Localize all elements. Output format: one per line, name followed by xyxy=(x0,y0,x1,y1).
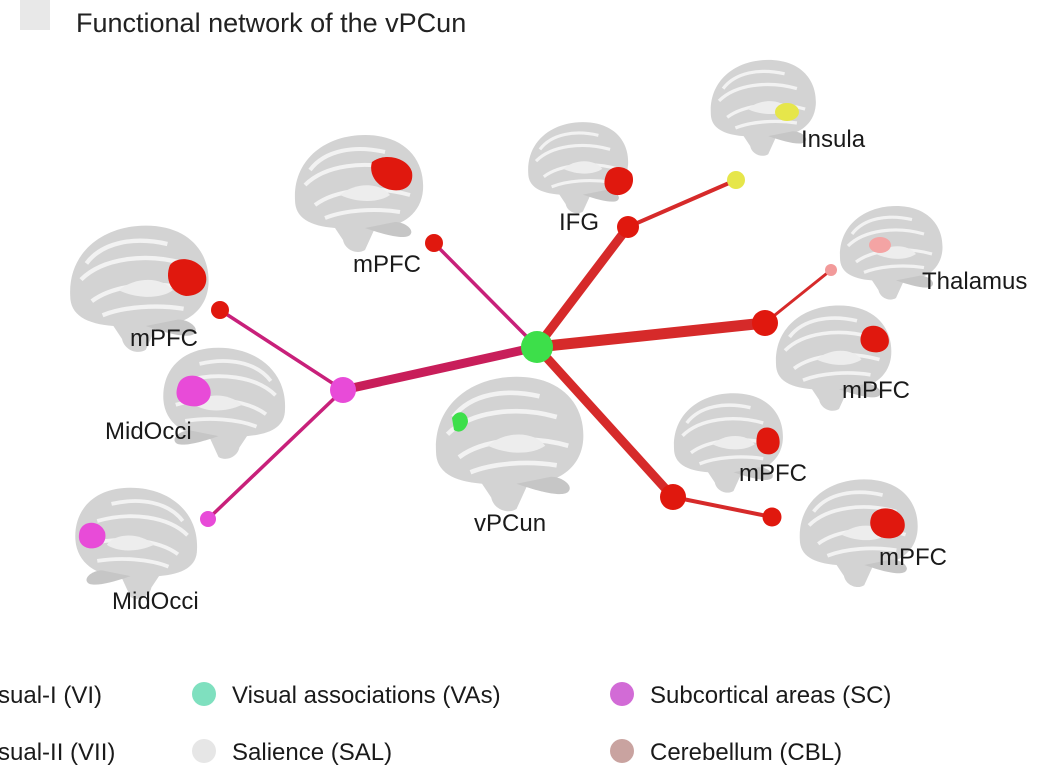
node-vpcun-hub xyxy=(521,331,553,363)
legend-label-cbl: Cerebellum (CBL) xyxy=(650,739,842,766)
node-midocci-lower xyxy=(200,511,216,527)
brain-mpfc-right-lower xyxy=(797,477,920,589)
edge-midocci-midocci xyxy=(206,388,345,521)
brain-thalamus xyxy=(838,204,945,302)
figure-title: Functional network of the vPCun xyxy=(76,8,467,38)
brain-mpfc-left xyxy=(70,226,208,352)
edge-hub-mpfc-right xyxy=(531,317,771,353)
legend: sual-I (VI) sual-II (VII) Visual associa… xyxy=(0,682,891,766)
label-mpfc-right-lower: mPFC xyxy=(879,544,947,571)
edge-ifg-insula xyxy=(626,178,738,229)
legend-label-sc: Subcortical areas (SC) xyxy=(650,682,891,709)
edge-midocci-mpfc-left xyxy=(218,308,345,392)
brain-midocci-lower xyxy=(73,485,199,601)
legend-swatch-cbl xyxy=(610,739,634,763)
brain-mpfc-right-upper xyxy=(774,303,894,413)
brain-insula xyxy=(709,58,818,158)
node-mpfc-lower-far xyxy=(762,507,782,527)
label-thalamus: Thalamus xyxy=(922,268,1027,295)
nodes xyxy=(200,171,837,527)
node-insula xyxy=(727,171,745,189)
legend-label-va: Visual associations (VAs) xyxy=(232,682,501,709)
legend-swatch-sal xyxy=(192,739,216,763)
brain-mpfc-top xyxy=(292,133,426,254)
node-mpfc-left xyxy=(211,301,229,319)
node-thalamus xyxy=(825,264,837,276)
label-mpfc-right-upper: mPFC xyxy=(842,377,910,404)
node-mpfc-lower xyxy=(660,484,686,510)
label-mpfc-right-mid: mPFC xyxy=(739,460,807,487)
label-mpfc-top: mPFC xyxy=(353,251,421,278)
corner-swatch xyxy=(20,0,50,30)
legend-swatch-sc xyxy=(610,682,634,706)
edge-hub-mpfc-lower xyxy=(532,342,678,502)
brain-ifg xyxy=(526,120,634,215)
edge-mpfc-lower-mpfc xyxy=(671,495,774,519)
brain-vpcun xyxy=(436,377,583,512)
legend-swatch-va xyxy=(192,682,216,706)
edge-hub-ifg xyxy=(532,222,633,352)
node-ifg xyxy=(617,216,639,238)
legend-label-sal: Salience (SAL) xyxy=(232,739,392,766)
legend-label-visual-i: sual-I (VI) xyxy=(0,682,102,709)
brain-mpfc-right-mid xyxy=(672,391,785,495)
label-midocci-lower: MidOcci xyxy=(112,588,199,615)
edge-hub-mpfc-top xyxy=(432,241,539,349)
edge-mpfc-right-thalamus xyxy=(763,268,833,325)
label-insula: Insula xyxy=(801,126,866,153)
node-mpfc-right xyxy=(752,310,778,336)
label-mpfc-left: mPFC xyxy=(130,325,198,352)
label-ifg: IFG xyxy=(559,209,599,236)
brain-midocci-upper xyxy=(161,345,287,461)
edges xyxy=(206,178,833,521)
label-vpcun: vPCun xyxy=(474,510,546,537)
edge-hub-midocci xyxy=(338,342,542,395)
node-mpfc-top xyxy=(425,234,443,252)
node-midocci-hub xyxy=(330,377,356,403)
label-midocci-upper: MidOcci xyxy=(105,418,192,445)
legend-label-visual-ii: sual-II (VII) xyxy=(0,739,115,766)
